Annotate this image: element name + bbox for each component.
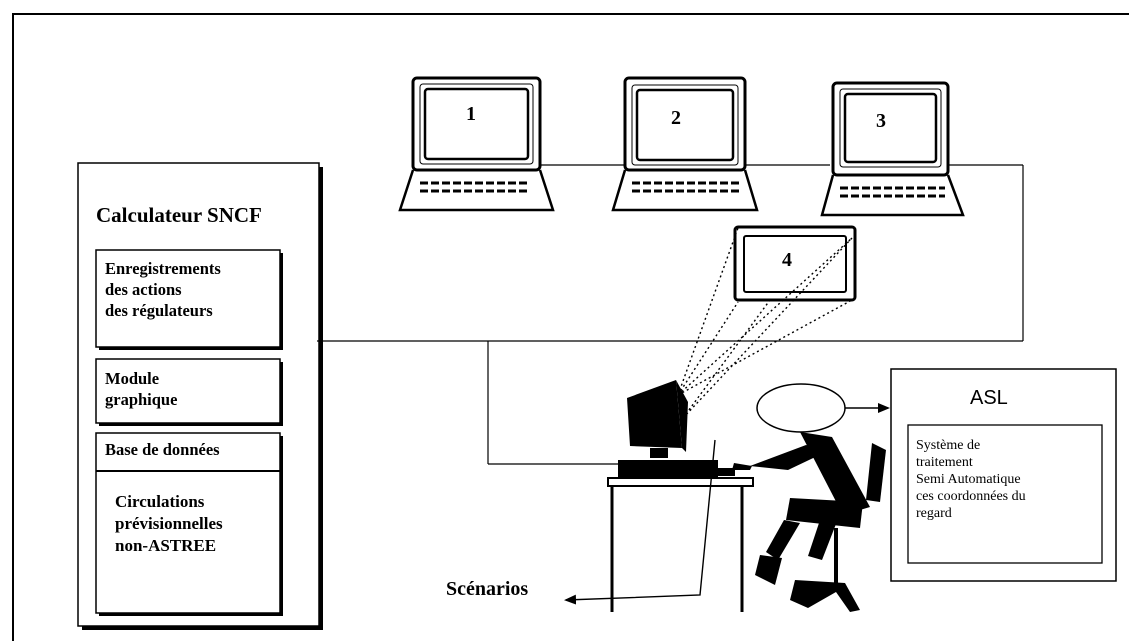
recordings-label: Enregistrements des actions des régulate… [105,258,221,321]
asl-box [890,368,1117,582]
graphic-module-line-1: Module [105,369,160,388]
database-line-3: non-ASTREE [115,536,217,555]
screen-4-icon [733,225,857,302]
screen-4-number: 4 [782,249,792,271]
recordings-line-2: des actions [105,280,182,299]
graphic-module-label: Module graphique [105,368,177,410]
recordings-line-3: des régulateurs [105,301,213,320]
scenarios-label: Scénarios [446,578,529,600]
asl-title: ASL [970,387,1008,409]
scenarios-arrow [564,439,716,605]
laptop-1-icon [398,76,555,212]
operator-workstation-icon [607,380,886,612]
database-box [95,432,283,616]
laptop-2-icon [611,76,759,212]
laptop-3-icon [820,81,965,217]
graphic-module-line-2: graphique [105,390,178,409]
calculator-title: Calculateur SNCF [96,203,262,227]
asl-system-text: Système de traitement Semi Automatique c… [916,438,1026,521]
connection-lines [317,164,1024,465]
screen-2-number: 2 [671,107,681,129]
screen-1-number: 1 [466,103,476,125]
diagram-frame [12,13,1129,641]
screen-3-number: 3 [876,110,886,132]
database-line-1: Circulations [115,492,205,511]
database-title: Base de données [105,440,220,459]
recordings-box [95,249,283,350]
database-line-2: prévisionnelles [115,514,223,533]
recordings-line-1: Enregistrements [105,259,221,278]
gaze-lines [677,227,853,419]
graphic-module-box [95,358,283,426]
database-content: Circulations prévisionnelles non-ASTREE [115,491,223,557]
